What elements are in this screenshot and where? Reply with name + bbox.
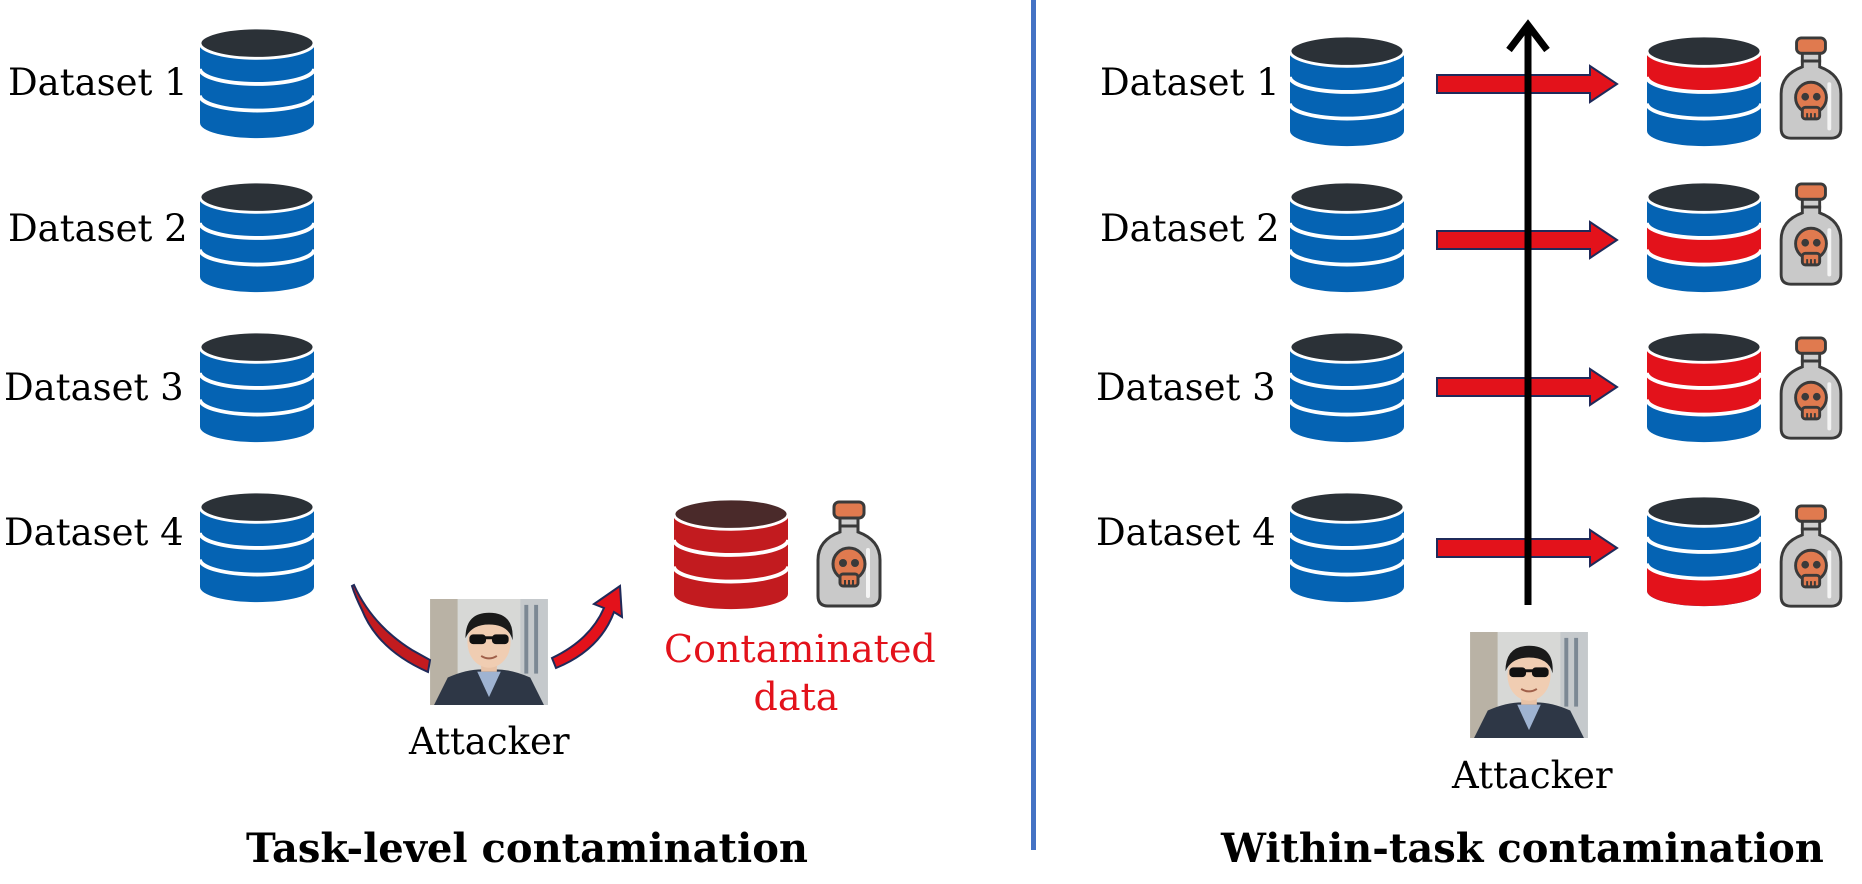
- left-dataset-4-label: Dataset 4: [4, 511, 184, 554]
- left-dataset-1-label: Dataset 1: [8, 61, 188, 104]
- right-dataset-3-label: Dataset 3: [1096, 366, 1276, 409]
- curved-arrow-out: [550, 584, 624, 670]
- right-dataset-2-label: Dataset 2: [1100, 207, 1280, 250]
- contaminated-label-line1: Contaminated: [664, 627, 936, 671]
- contaminated-data-label: Contaminated data: [664, 626, 936, 721]
- right-dataset-4-label: Dataset 4: [1096, 511, 1276, 554]
- left-caption: Task-level contamination: [246, 825, 808, 872]
- right-attacker-label: Attacker: [1452, 754, 1613, 797]
- right-caption: Within-task contamination: [1221, 825, 1824, 872]
- left-dataset-2-label: Dataset 2: [8, 207, 188, 250]
- left-attacker-label: Attacker: [409, 720, 570, 763]
- contaminated-label-line2: data: [753, 674, 839, 719]
- left-dataset-3-label: Dataset 3: [4, 366, 184, 409]
- right-dataset-1-label: Dataset 1: [1100, 61, 1280, 104]
- panel-divider: [1031, 0, 1036, 850]
- curved-arrow-in: [350, 583, 432, 674]
- black-vertical-arrow: [1506, 19, 1550, 605]
